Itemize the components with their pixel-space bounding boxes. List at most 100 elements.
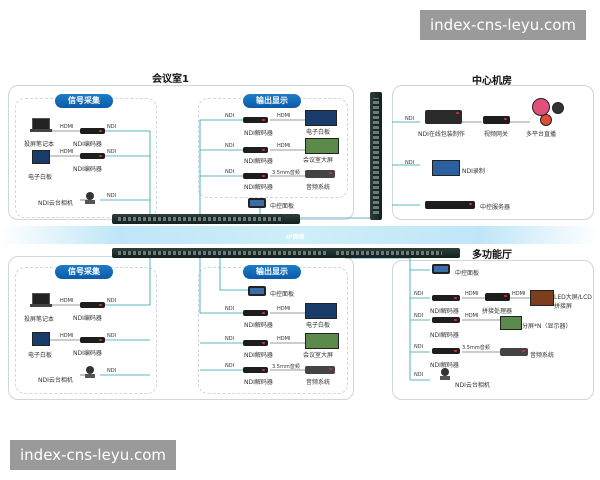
output-pill-top: 输出显示 — [243, 94, 301, 108]
ndi-label: NDI — [107, 368, 117, 374]
watermark-bottom: index-cns-leyu.com — [10, 440, 177, 470]
ndi-label: NDI — [107, 333, 117, 339]
ndi-label: NDI — [107, 193, 117, 199]
split-label: 分屏*N（显示器） — [522, 323, 572, 330]
audio-device — [500, 348, 528, 356]
room-title-center: 中心机房 — [472, 76, 512, 87]
led-wall-icon — [530, 290, 554, 306]
signal-pill-bottom: 信号采集 — [55, 265, 113, 279]
ndi-label: NDI — [225, 169, 235, 175]
hdmi-label: HDMI — [277, 336, 291, 342]
decoder-label: NDI解码器 — [430, 362, 459, 369]
control-panel-label: 中控面板 — [455, 270, 480, 277]
ctrl-server-label: 中控服务器 — [480, 204, 511, 211]
control-panel-icon — [248, 286, 266, 296]
decoder-device — [243, 147, 268, 153]
output-pill-bottom: 输出显示 — [243, 265, 301, 279]
hdmi-label: HDMI — [60, 124, 74, 130]
network-switch-bottom-right — [330, 248, 460, 258]
e-whiteboard-label: 电子白板 — [306, 322, 331, 329]
audio-label: 音频系统 — [306, 184, 331, 191]
ptz-camera-label: NDI云台相机 — [38, 377, 73, 384]
ndi-label: NDI — [225, 306, 235, 312]
ptz-camera-icon — [440, 368, 450, 380]
encoder-label: NDI编码器 — [73, 315, 102, 322]
control-panel-icon — [432, 264, 450, 274]
mm35-label: 3.5mm音频 — [462, 345, 490, 351]
video-gateway-label: 视频网关 — [484, 131, 509, 138]
audio-label: 音频系统 — [306, 379, 331, 386]
hdmi-label: HDMI — [277, 143, 291, 149]
hdmi-label: HDMI — [60, 298, 74, 304]
live-platform-icon-2 — [552, 102, 564, 114]
room-title-meeting1: 会议室1 — [152, 74, 189, 85]
ndi-tally-device — [425, 110, 462, 124]
encoder-label: NDI编码器 — [73, 350, 102, 357]
hdmi-label: HDMI — [277, 113, 291, 119]
hdmi-label: HDMI — [277, 306, 291, 312]
laptop-label: 投屏笔记本 — [24, 141, 55, 148]
ndi-label: NDI — [225, 363, 235, 369]
whiteboard-icon — [32, 332, 50, 346]
decoder-label: NDI解码器 — [244, 352, 273, 359]
network-switch-top — [112, 214, 300, 224]
ip-network-band — [0, 226, 600, 244]
ptz-camera-icon — [85, 192, 95, 204]
decoder-device — [243, 367, 268, 373]
e-whiteboard-label: 电子白板 — [306, 129, 331, 136]
hdmi-label: HDMI — [512, 291, 526, 297]
mm35-label: 3.5mm音频 — [272, 170, 300, 176]
ndi-label: NDI — [405, 116, 415, 122]
ndi-label: NDI — [405, 160, 415, 166]
control-panel-icon — [248, 198, 266, 208]
split-display-icon — [500, 316, 522, 330]
ctrl-server-device — [425, 201, 475, 209]
decoder-label: NDI解码器 — [244, 322, 273, 329]
decoder-device — [243, 117, 268, 123]
ndi-label: NDI — [107, 149, 117, 155]
encoder-device — [80, 337, 105, 343]
encoder-device — [80, 153, 105, 159]
e-whiteboard-icon — [305, 303, 337, 319]
multi-live-label: 多平台直播 — [526, 131, 557, 138]
audio-device — [305, 170, 335, 178]
encoder-device — [80, 128, 105, 134]
laptop-label: 投屏笔记本 — [24, 316, 55, 323]
ndi-label: NDI — [225, 336, 235, 342]
encoder-device — [80, 302, 105, 308]
hdmi-label: HDMI — [60, 333, 74, 339]
decoder-label: NDI解码器 — [430, 332, 459, 339]
decoder-label: NDI解码器 — [244, 184, 273, 191]
decoder-device — [243, 340, 268, 346]
decoder-device — [432, 295, 460, 301]
network-switch-vertical — [370, 92, 382, 220]
decoder-device — [243, 173, 268, 179]
control-panel-label: 中控面板 — [270, 291, 295, 298]
ip-network-label: IP网络 — [286, 234, 305, 241]
hdmi-label: HDMI — [465, 291, 479, 297]
ndi-record-label: NDI录制 — [462, 168, 485, 175]
e-whiteboard-icon — [305, 110, 337, 126]
mm35-label: 3.5mm音频 — [272, 364, 300, 370]
ndi-label: NDI — [225, 143, 235, 149]
ptz-camera-label: NDI云台相机 — [455, 382, 490, 389]
hdmi-label: HDMI — [465, 313, 479, 319]
room-title-multi: 多功能厅 — [472, 250, 512, 261]
audio-sys-label: 音频系统 — [530, 352, 555, 359]
led-label: LED大屏/LCD拼接屏 — [554, 294, 592, 310]
network-switch-bottom-left — [112, 248, 344, 258]
splicer-device — [485, 293, 510, 301]
whiteboard-label: 电子白板 — [28, 352, 53, 359]
room-multi — [392, 260, 594, 400]
ndi-record-icon — [432, 160, 460, 176]
video-gateway-device — [483, 116, 510, 124]
whiteboard-icon — [32, 150, 50, 164]
decoder-label: NDI解码器 — [244, 158, 273, 165]
bigscreen-icon — [305, 333, 339, 349]
ptz-camera-label: NDI云台相机 — [38, 200, 73, 207]
signal-pill-top: 信号采集 — [55, 94, 113, 108]
decoder-label: NDI解码器 — [244, 130, 273, 137]
decoder-device — [432, 317, 460, 323]
audio-device — [305, 366, 335, 374]
